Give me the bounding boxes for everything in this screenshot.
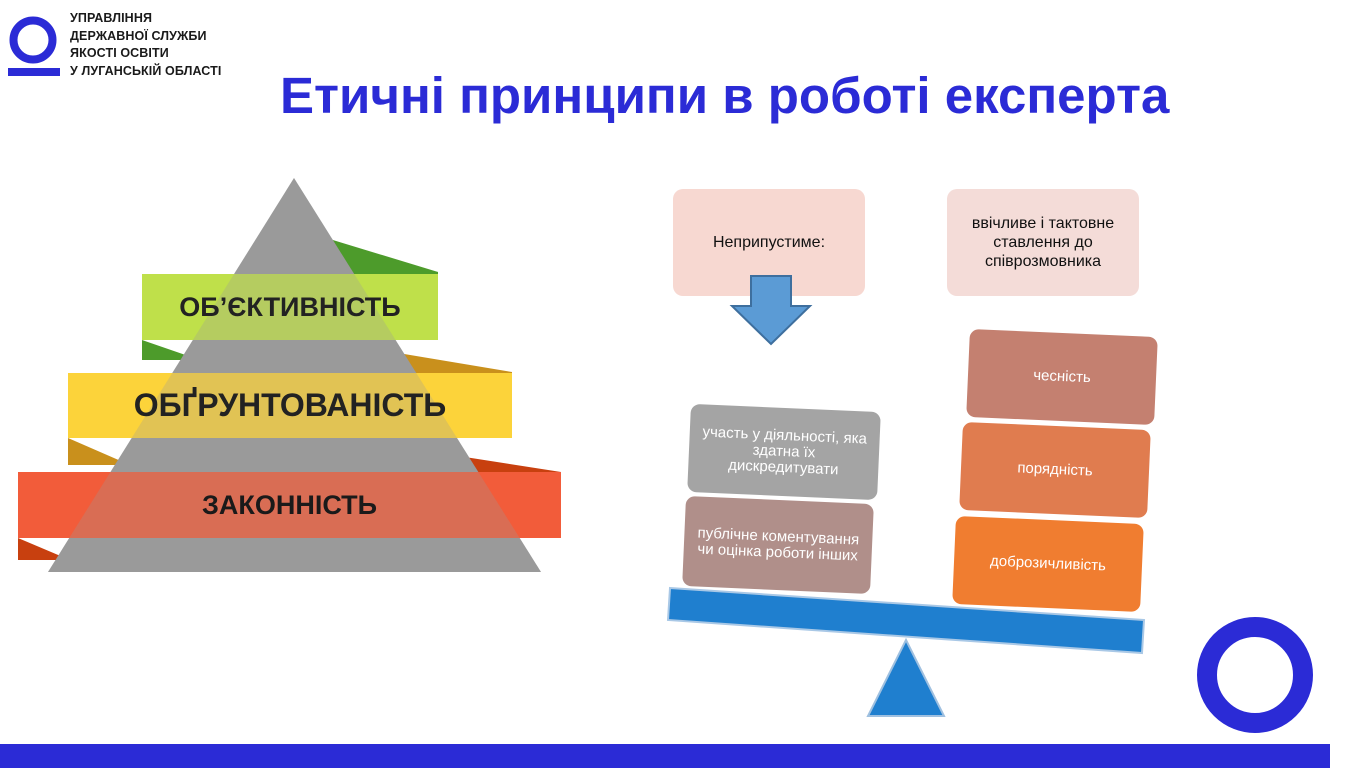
page-title: Етичні принципи в роботі експерта <box>280 67 1170 124</box>
ribbon-fold-yellow-left <box>68 438 130 465</box>
left-item-participation: участь у діяльності, яка здатна їх дискр… <box>687 403 881 501</box>
logo-text: УПРАВЛІННЯ ДЕРЖАВНОЇ СЛУЖБИ ЯКОСТІ ОСВІТ… <box>70 10 221 80</box>
pyramid-band-bottom <box>18 472 561 538</box>
right-item-decency: порядність <box>959 421 1151 519</box>
pyramid-band-middle <box>68 373 512 438</box>
pyramid-label-validity: ОБҐРУНТОВАНІСТЬ <box>133 387 447 423</box>
logo-line: УПРАВЛІННЯ <box>70 11 153 25</box>
balance-fulcrum <box>866 637 946 717</box>
balance-beam <box>666 586 1146 655</box>
logo-mark <box>8 16 60 76</box>
pyramid-diagram <box>18 178 561 572</box>
logo-line: У ЛУГАНСЬКІЙ ОБЛАСТІ <box>70 63 222 78</box>
pyramid-band-top <box>142 274 438 340</box>
down-arrow-shape <box>729 275 813 346</box>
down-arrow-icon <box>729 275 813 346</box>
logo-ring <box>9 16 57 64</box>
pyramid-overlay <box>48 178 541 572</box>
bottom-bar <box>0 744 1330 768</box>
ribbon-fold-red-left <box>18 538 70 560</box>
decorative-ring-icon <box>1197 617 1313 733</box>
ring-shape <box>1197 617 1313 733</box>
pyramid-label-legality: ЗАКОННІСТЬ <box>201 489 378 520</box>
logo-line: ДЕРЖАВНОЇ СЛУЖБИ <box>70 28 207 43</box>
polite-attitude-box: ввічливе і тактовне ставлення до співроз… <box>947 189 1139 296</box>
pyramid-label-objectivity: ОБ’ЄКТИВНІСТЬ <box>179 291 401 322</box>
logo-line: ЯКОСТІ ОСВІТИ <box>70 46 169 60</box>
balance-scale <box>666 586 1146 717</box>
right-item-honesty: чесність <box>966 328 1158 426</box>
logo-bar <box>8 68 60 76</box>
